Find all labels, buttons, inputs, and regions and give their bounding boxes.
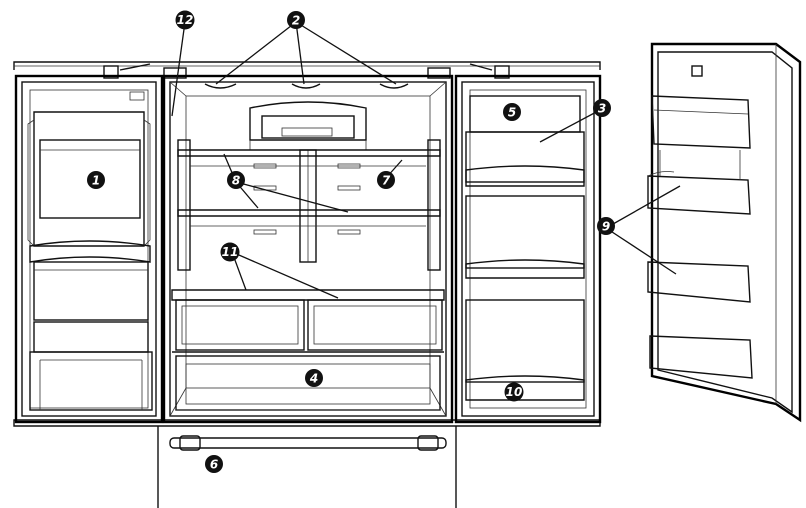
svg-text:12: 12 [177, 13, 194, 27]
svg-text:9: 9 [602, 220, 610, 234]
svg-text:7: 7 [382, 174, 391, 188]
left-door [16, 76, 162, 422]
svg-text:3: 3 [598, 102, 606, 116]
svg-text:8: 8 [232, 174, 240, 188]
callout-2: 2 [287, 11, 305, 29]
callout-12: 12 [176, 11, 195, 30]
svg-text:2: 2 [292, 14, 300, 28]
detached-door [648, 44, 800, 420]
door-handle [158, 426, 456, 508]
svg-text:11: 11 [222, 245, 239, 259]
fresh-food-compartment [164, 76, 452, 422]
callout-9: 9 [597, 217, 615, 235]
callout-3: 3 [593, 99, 611, 117]
callout-10: 10 [505, 383, 524, 402]
svg-text:5: 5 [508, 106, 516, 120]
callout-11: 11 [221, 243, 240, 262]
callout-6: 6 [205, 455, 223, 473]
svg-text:10: 10 [506, 385, 523, 399]
callout-8: 8 [227, 171, 245, 189]
svg-text:1: 1 [92, 174, 100, 188]
leader-lines [172, 22, 680, 298]
svg-text:6: 6 [210, 458, 218, 472]
callout-4: 4 [305, 369, 323, 387]
right-door [456, 76, 600, 422]
callout-1: 1 [87, 171, 105, 189]
callout-5: 5 [503, 103, 521, 121]
callout-7: 7 [377, 171, 395, 189]
svg-text:4: 4 [309, 372, 318, 386]
